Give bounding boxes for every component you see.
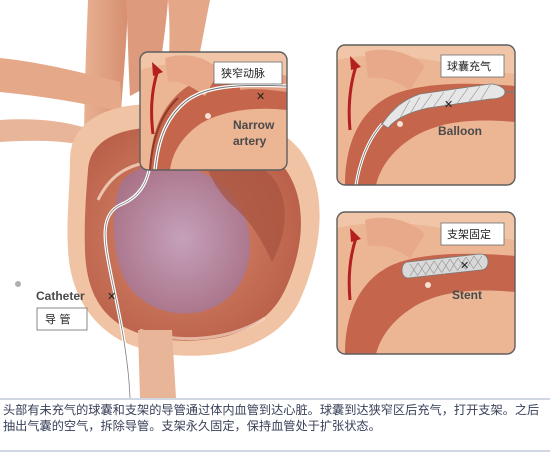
balloon-label-box bbox=[440, 54, 505, 78]
svg-text:✕: ✕ bbox=[256, 90, 265, 103]
narrow-artery-label: 狭窄动脉 bbox=[221, 66, 265, 80]
heart bbox=[67, 104, 320, 356]
edge-dot bbox=[15, 281, 21, 287]
narrow-artery-en-line1: Narrow bbox=[233, 118, 275, 132]
svg-text:✕: ✕ bbox=[444, 98, 453, 111]
panel-balloon: ✕ Balloon 球囊充气 bbox=[336, 44, 516, 186]
balloon-label: 球囊充气 bbox=[447, 59, 491, 73]
panel-narrow-artery: ✕ Narrow artery 狭窄动脉 bbox=[139, 51, 288, 171]
panel-stent: ✕ Stent 支架固定 bbox=[336, 211, 516, 355]
svg-text:✕: ✕ bbox=[460, 259, 469, 272]
catheter-label: 导 管 bbox=[45, 312, 71, 326]
lower-vessel bbox=[138, 330, 176, 398]
stent-label-box bbox=[440, 222, 505, 246]
balloon-en-label: Balloon bbox=[438, 124, 482, 138]
svg-text:✕: ✕ bbox=[107, 290, 116, 303]
catheter-label-box bbox=[36, 307, 88, 331]
narrow-artery-en-line2: artery bbox=[233, 134, 267, 148]
catheter-en-label: Catheter bbox=[36, 289, 85, 303]
stent-label: 支架固定 bbox=[447, 227, 491, 241]
narrow-artery-label-box bbox=[213, 61, 283, 85]
stent-en-label: Stent bbox=[452, 288, 482, 302]
caption: 头部有未充气的球囊和支架的导管通过体内血管到达心脏。球囊到达狭窄区后充气，打开支… bbox=[3, 403, 540, 433]
